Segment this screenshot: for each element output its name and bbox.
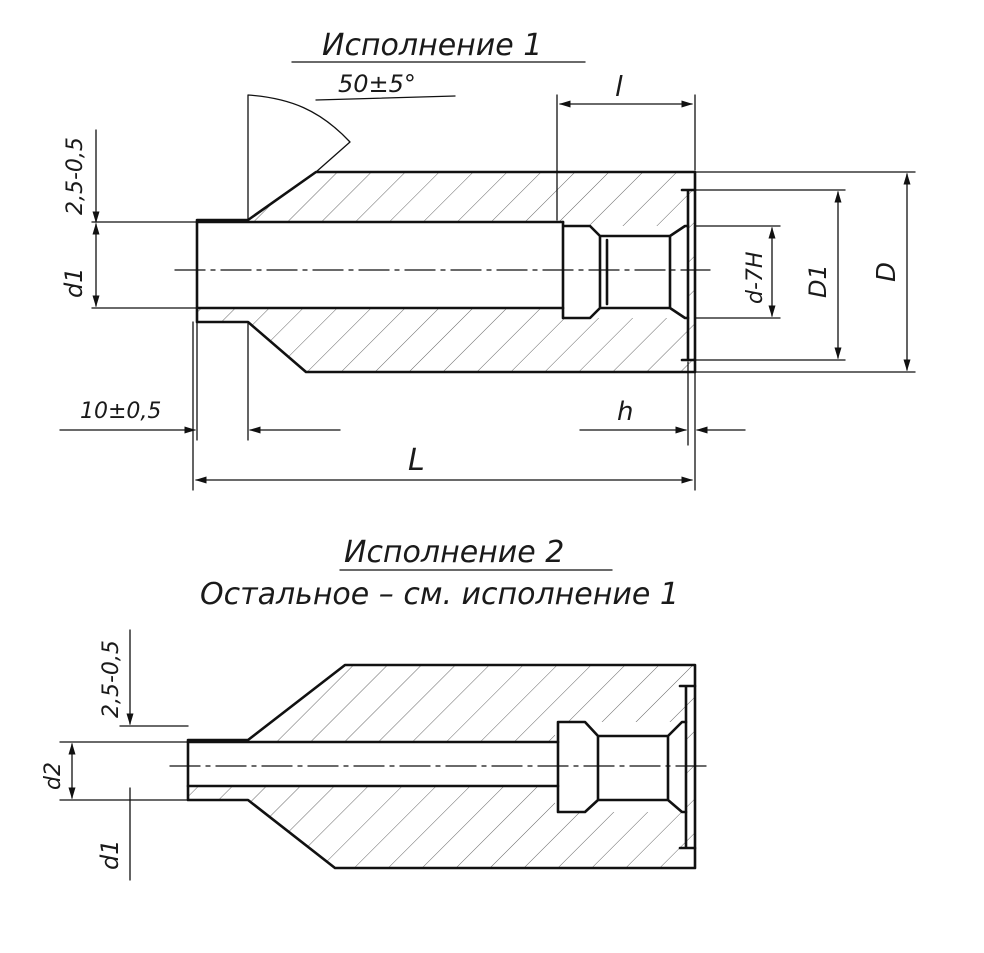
counterbore-profile-2: [556, 720, 688, 814]
variant-2-view: Исполнение 2 Остальное – см. исполнение …: [41, 535, 711, 881]
angle-leader: [315, 95, 456, 101]
variant-2-title: Исполнение 2: [344, 535, 564, 570]
dim-L-label: L: [408, 443, 425, 478]
end-face-groove: [680, 188, 697, 362]
dim-d1-label-2: d1: [96, 839, 124, 870]
angle-cut-outline: [247, 94, 351, 221]
dim-d2-label: d2: [41, 762, 66, 790]
dim-offset-label: 10±0,5: [80, 399, 161, 424]
dim-h-label: h: [617, 397, 633, 427]
counterbore-void: [563, 226, 688, 318]
variant-1-view: Исполнение 1 50±5° l 2,5-0,5 d1: [59, 28, 916, 491]
dim-chamfer-label-2: 2,5-0,5: [99, 640, 124, 718]
dim-d1-label: d1: [60, 267, 88, 298]
dim-D-label: D: [872, 262, 902, 282]
body-outline-2: [186, 663, 697, 870]
dim-d7h-label: d-7H: [743, 252, 768, 304]
end-face-groove-2: [678, 684, 697, 850]
bore-void: [197, 222, 567, 308]
dim-D1-label: D1: [804, 264, 832, 298]
dim-l-label: l: [615, 70, 623, 103]
bore-void-2: [188, 742, 560, 786]
angle-label: 50±5°: [338, 70, 416, 98]
variant-2-subtitle: Остальное – см. исполнение 1: [200, 577, 679, 612]
variant-1-title: Исполнение 1: [322, 28, 542, 63]
dim-chamfer-label-1: 2,5-0,5: [63, 137, 88, 215]
